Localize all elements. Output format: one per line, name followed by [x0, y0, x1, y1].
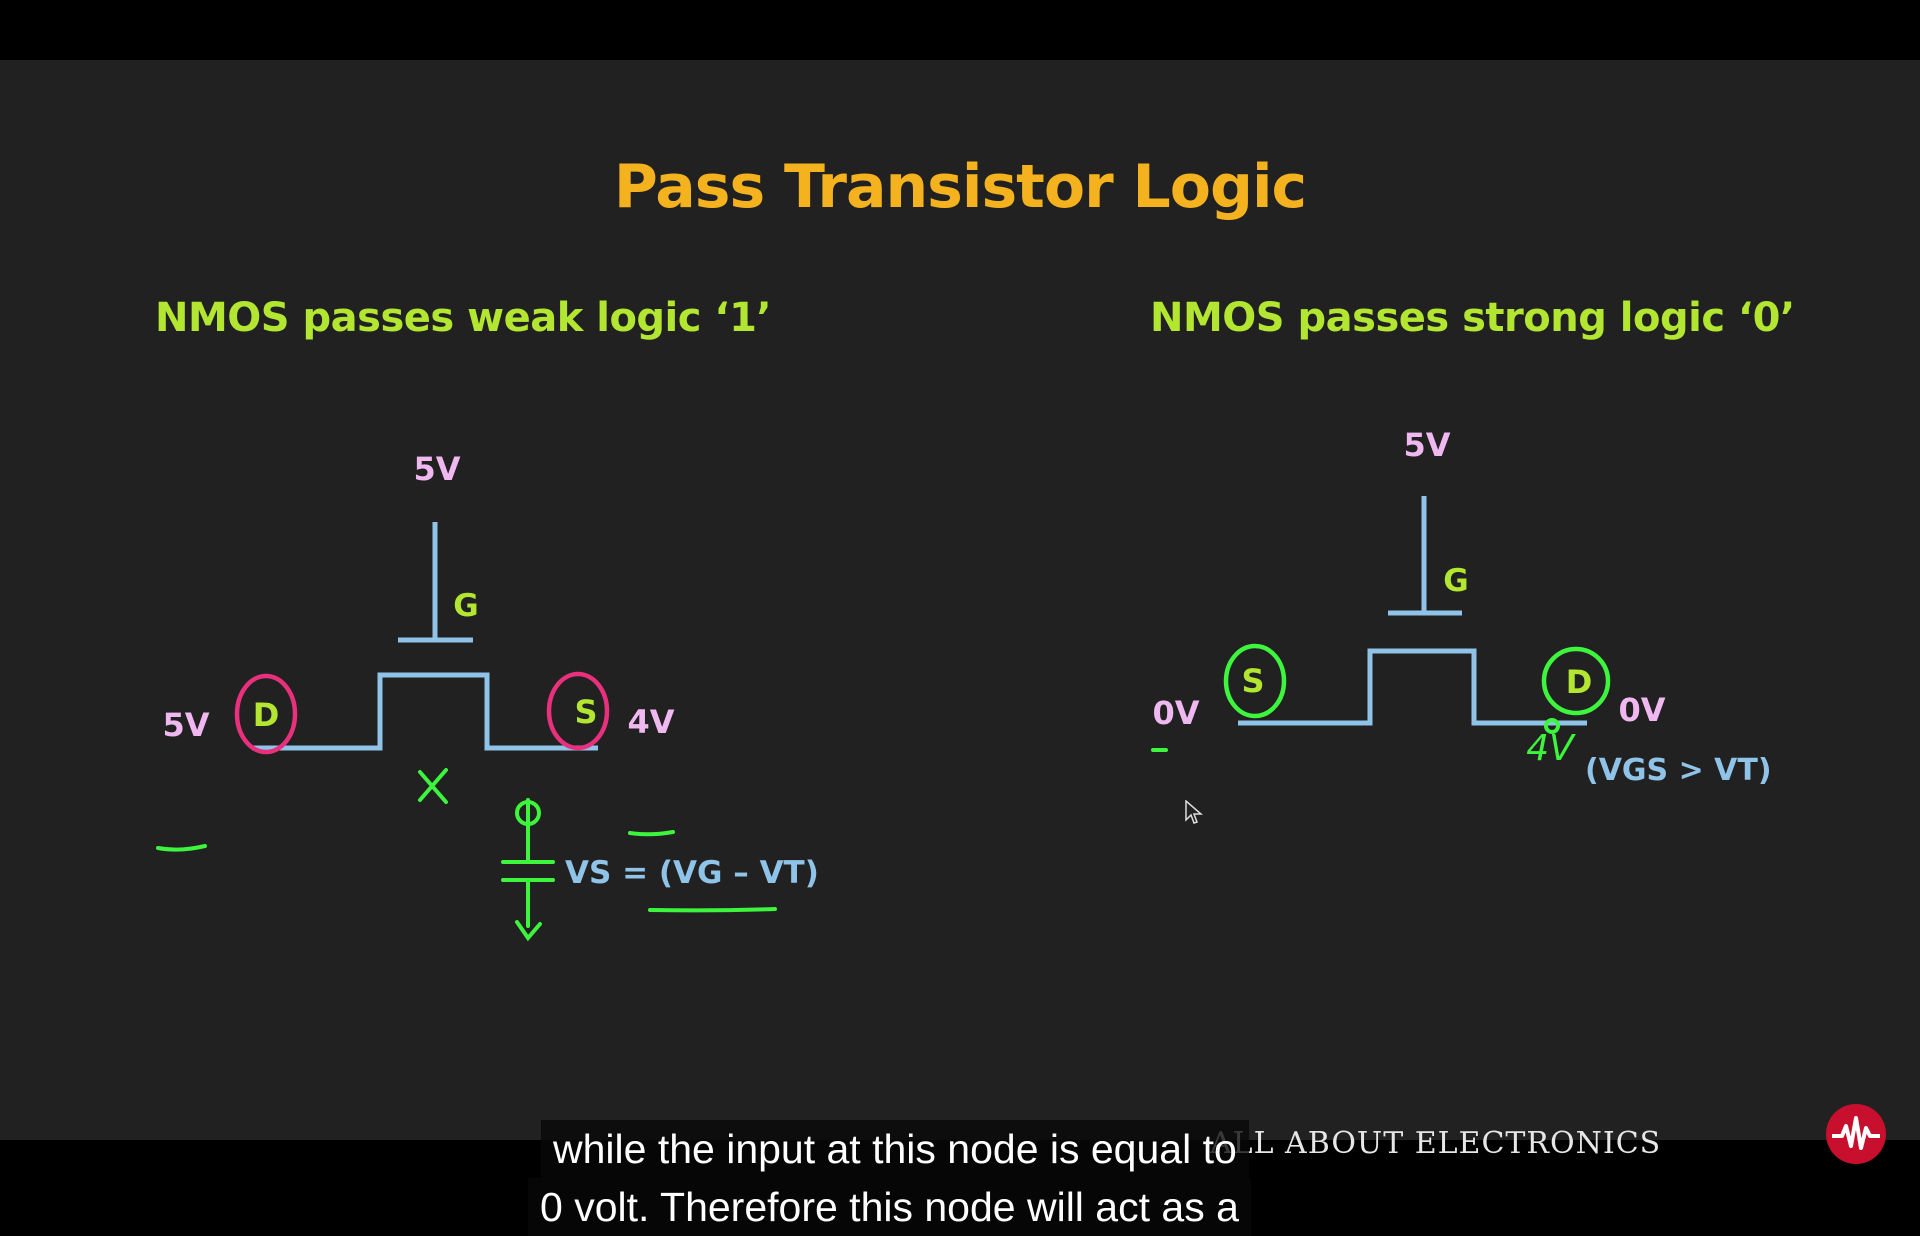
right-heading: NMOS passes strong logic ‘0’ [1150, 295, 1795, 341]
mouse-cursor-icon [1185, 800, 1203, 824]
left-ground [515, 880, 542, 942]
left-source-circle [546, 671, 610, 751]
right-drain-circle [1541, 646, 1611, 716]
left-drain-label: D [253, 696, 280, 734]
channel-watermark: ALL ABOUT ELECTRONICS [1210, 1126, 1662, 1161]
right-handwritten-voltage: 4V [1526, 728, 1576, 769]
left-cross-mark [418, 768, 448, 804]
left-output-voltage: 4V [627, 703, 674, 741]
right-channel [1238, 648, 1587, 726]
slide-title: Pass Transistor Logic [613, 152, 1307, 222]
right-source-label: S [1241, 662, 1264, 700]
right-drain-label: D [1566, 663, 1593, 701]
left-drain-circle [234, 673, 298, 755]
right-input-voltage: 0V [1152, 694, 1199, 732]
left-source-label: S [574, 693, 597, 731]
right-output-voltage: 0V [1618, 691, 1665, 729]
right-node-dot [1544, 718, 1560, 734]
left-output-underline [628, 830, 675, 837]
right-handwritten-annotations [1151, 718, 1560, 752]
caption-line-1: while the input at this node is equal to [541, 1120, 1249, 1178]
channel-logo-icon[interactable] [1826, 1104, 1886, 1164]
left-equation: VS = (VG – VT) [565, 855, 819, 891]
left-handwritten-annotations [156, 768, 777, 942]
video-frame[interactable]: Pass Transistor Logic NMOS passes weak l… [0, 60, 1920, 1236]
right-source-circle [1223, 643, 1287, 719]
right-nmos-circuit [1238, 496, 1587, 726]
right-gate-label: G [1443, 563, 1468, 599]
caption-line-2: 0 volt. Therefore this node will act as … [528, 1178, 1251, 1236]
left-capacitor-plates [501, 860, 555, 882]
left-input-underline [156, 844, 207, 852]
right-condition: (VGS > VT) [1585, 753, 1772, 788]
left-gate-voltage: 5V [413, 450, 460, 488]
left-heading: NMOS passes weak logic ‘1’ [155, 295, 772, 341]
left-channel [252, 672, 598, 751]
right-gate-voltage: 5V [1403, 426, 1450, 464]
left-input-voltage: 5V [162, 706, 209, 744]
left-gate-label: G [453, 588, 478, 624]
left-equation-underline [648, 907, 777, 913]
circuit-diagrams: 5V G 5V 4V D S VS = (VG – VT) 5V G 0V [156, 426, 1772, 942]
left-nmos-circuit [252, 522, 598, 751]
